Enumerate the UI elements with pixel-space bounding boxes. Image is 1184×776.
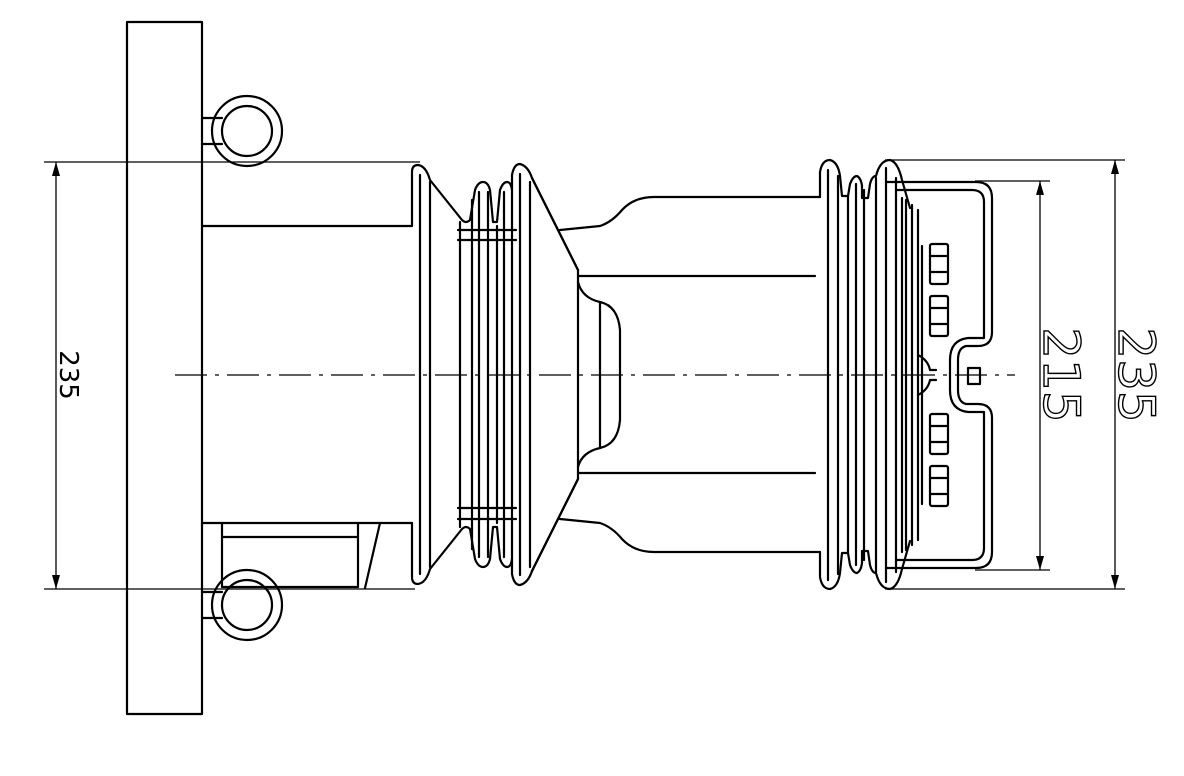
- dimension-label-outer: 235: [1107, 327, 1165, 422]
- dimension-label-left: 235: [53, 350, 83, 400]
- eye-bolt-top: [200, 94, 284, 168]
- cone-section: [530, 176, 817, 573]
- dimension-left: [44, 161, 420, 590]
- main-body: [200, 224, 414, 590]
- neck-section: [558, 195, 822, 554]
- dimension-inner: [975, 180, 1050, 571]
- dimension-outer: [885, 159, 1125, 590]
- eye-bolt-bottom: [200, 568, 284, 642]
- mounting-flange: [125, 20, 204, 716]
- dimension-label-inner: 215: [1032, 327, 1090, 422]
